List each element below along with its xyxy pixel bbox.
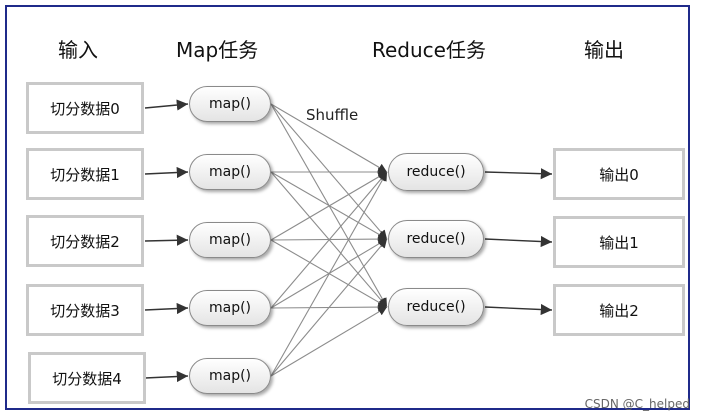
input-split-0: 切分数据0: [26, 82, 144, 134]
output-arrow-1: [484, 235, 553, 248]
input-split-3: 切分数据3: [26, 284, 144, 336]
map-node-1: map(): [189, 154, 271, 190]
output-arrow-2: [484, 303, 553, 316]
input-arrow-3: [144, 302, 189, 315]
shuffle-line-2-0: [270, 171, 388, 241]
map-node-0: map(): [189, 86, 271, 122]
shuffle-line-4-0: [270, 171, 388, 377]
watermark: CSDN @C_helped: [584, 397, 690, 411]
diagram-frame: [5, 5, 690, 410]
input-split-1: 切分数据1: [26, 148, 144, 200]
shuffle-line-0-0: [270, 103, 388, 173]
header-output: 输出: [584, 38, 624, 62]
input-arrow-2: [144, 234, 189, 246]
shuffle-line-4-1: [270, 238, 388, 377]
input-split-4: 切分数据4: [28, 352, 146, 404]
header-reduce-task: Reduce任务: [372, 38, 486, 62]
input-arrow-4: [144, 370, 189, 383]
output-box-1: 输出1: [553, 216, 685, 268]
output-box-0: 输出0: [553, 148, 685, 200]
input-arrow-0: [144, 99, 189, 111]
input-split-2: 切分数据2: [26, 215, 144, 267]
map-node-4: map(): [189, 358, 271, 394]
reduce-node-2: reduce(): [388, 288, 484, 326]
header-input: 输入: [58, 38, 98, 62]
shuffle-label: Shuffle: [306, 106, 359, 124]
output-box-2: 输出2: [553, 284, 685, 336]
shuffle-line-4-2: [270, 306, 388, 377]
map-node-2: map(): [189, 222, 271, 258]
output-arrow-0: [484, 168, 553, 180]
map-node-3: map(): [189, 290, 271, 326]
reduce-node-1: reduce(): [388, 220, 484, 258]
shuffle-line-3-0: [270, 171, 388, 309]
reduce-node-0: reduce(): [388, 153, 484, 191]
header-map-task: Map任务: [176, 38, 259, 62]
input-arrow-1: [144, 166, 189, 179]
